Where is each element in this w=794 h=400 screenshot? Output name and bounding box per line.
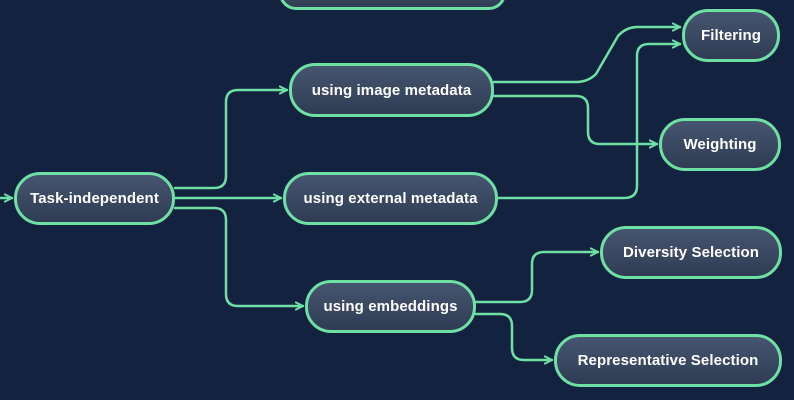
node-filtering: Filtering [682, 9, 780, 62]
node-using-image-metadata: using image metadata [289, 63, 494, 117]
edge-embeddings-to-diversity [474, 252, 600, 304]
edge-image-metadata-to-weighting [492, 94, 659, 144]
node-task-independent: Task-independent [14, 172, 175, 225]
node-weighting: Weighting [659, 118, 781, 171]
node-representative-selection: Representative Selection [554, 334, 782, 387]
node-diversity-selection: Diversity Selection [600, 226, 782, 279]
edge-embeddings-to-representative [474, 312, 554, 360]
node-using-external-metadata: using external metadata [283, 172, 498, 225]
edge-image-metadata-to-filtering [492, 27, 682, 84]
edge-task-to-embeddings [173, 206, 305, 306]
node-using-embeddings: using embeddings [305, 280, 476, 333]
edge-task-to-image-metadata [173, 90, 289, 190]
edge-external-metadata-to-filtering [496, 44, 682, 200]
node-top-partial [279, 0, 506, 10]
